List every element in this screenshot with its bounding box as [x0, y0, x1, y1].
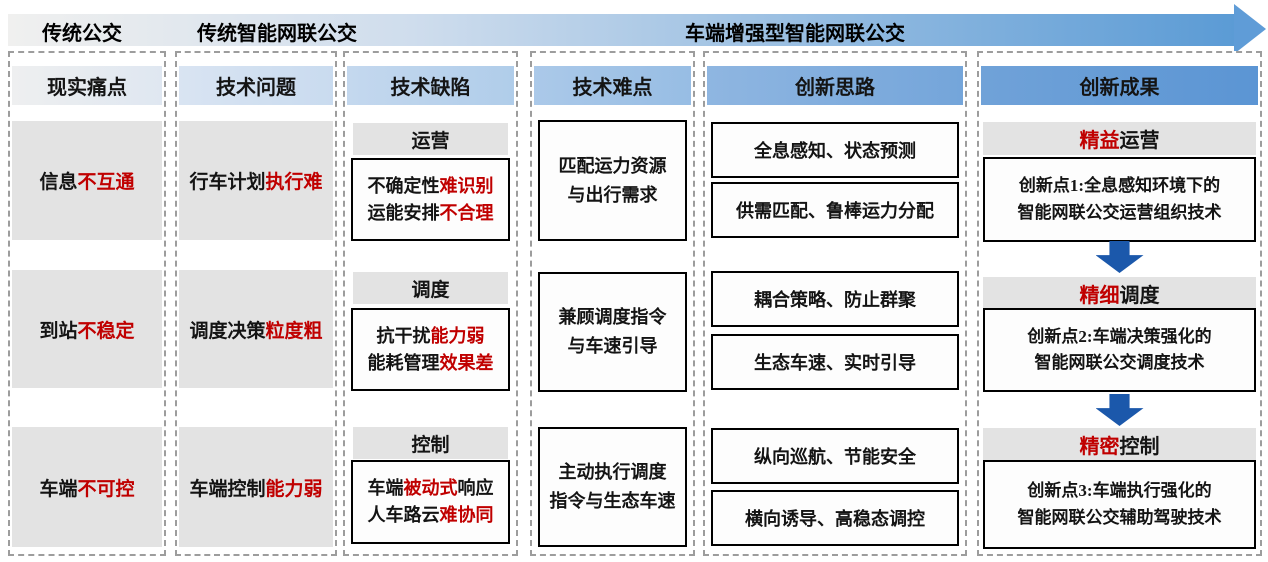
column-tech-difficulties: 技术难点 匹配运力资源与出行需求 兼顾调度指令与车速引导 主动执行调度指令与生态…: [530, 51, 695, 556]
column-header-idea: 创新思路: [707, 66, 963, 105]
problem-item-control: 车端控制能力弱: [179, 427, 333, 547]
defect-operation-line2: 运能安排不合理: [367, 202, 494, 223]
column-pain-points: 现实痛点 信息不互通 到站不稳定 车端不可控: [8, 51, 166, 556]
idea-box-matching: 供需匹配、鲁棒运力分配: [711, 182, 959, 238]
result-title-precise-control: 精密控制: [983, 428, 1256, 461]
pain-item-vehicle: 车端不可控: [12, 427, 162, 547]
column-header-problem: 技术问题: [179, 66, 333, 105]
stage-label-traditional: 传统公交: [42, 23, 122, 45]
defect-box-dispatch: 抗干扰能力弱 能耗管理效果差: [351, 308, 510, 391]
difficulty-box-dispatch: 兼顾调度指令与车速引导: [538, 272, 687, 392]
result-box-innovation2: 创新点2:车端决策强化的智能网联公交调度技术: [983, 308, 1256, 392]
stage-label-enhanced-icv: 车端增强型智能网联公交: [685, 23, 905, 45]
column-header-difficulty: 技术难点: [534, 66, 691, 105]
result-innovation1-text: 创新点1:全息感知环境下的智能网联公交运营组织技术: [1017, 176, 1222, 222]
down-arrow-icon: [1095, 394, 1144, 426]
problem-item-plan: 行车计划执行难: [179, 121, 333, 240]
column-tech-problems: 技术问题 行车计划执行难 调度决策粒度粗 车端控制能力弱: [175, 51, 337, 556]
banner-arrow: [8, 4, 1266, 54]
down-arrow-icon: [1095, 241, 1144, 273]
difficulty-dispatch-text: 兼顾调度指令与车速引导: [558, 307, 667, 356]
column-tech-defects: 技术缺陷 运营 不确定性难识别 运能安排不合理 调度 抗干扰能力弱 能耗管理效果…: [343, 51, 518, 556]
column-header-defect: 技术缺陷: [347, 66, 514, 105]
result-box-innovation1: 创新点1:全息感知环境下的智能网联公交运营组织技术: [983, 157, 1256, 242]
defect-control-line2: 人车路云难协同: [367, 505, 494, 525]
banner-arrow-head: [1234, 4, 1266, 54]
result-title-lean-operation: 精益运营: [983, 122, 1256, 155]
defect-control-line1: 车端被动式响应: [367, 478, 494, 498]
defect-box-operation: 不确定性难识别 运能安排不合理: [351, 158, 510, 241]
idea-box-lateral: 横向诱导、高稳态调控: [711, 490, 959, 546]
pain-item-arrival: 到站不稳定: [12, 270, 162, 388]
difficulty-box-capacity: 匹配运力资源与出行需求: [538, 120, 687, 241]
stage-label-traditional-icv: 传统智能网联公交: [197, 23, 357, 45]
column-innovation-results: 创新成果 精益运营 创新点1:全息感知环境下的智能网联公交运营组织技术 精细调度…: [977, 51, 1262, 556]
defect-box-control: 车端被动式响应 人车路云难协同: [351, 460, 510, 544]
defect-tag-control: 控制: [353, 427, 508, 459]
difficulty-box-execution: 主动执行调度指令与生态车速: [538, 427, 687, 547]
pain-item-info: 信息不互通: [12, 121, 162, 240]
result-innovation3-text: 创新点3:车端执行强化的智能网联公交辅助驾驶技术: [1017, 481, 1222, 527]
idea-box-cruise: 纵向巡航、节能安全: [711, 428, 959, 484]
column-innovation-ideas: 创新思路 全息感知、状态预测 供需匹配、鲁棒运力分配 耦合策略、防止群聚 生态车…: [703, 51, 967, 556]
idea-box-perception: 全息感知、状态预测: [711, 122, 959, 178]
column-header-pain: 现实痛点: [12, 66, 162, 105]
idea-box-eco-speed: 生态车速、实时引导: [711, 334, 959, 390]
defect-dispatch-line1: 抗干扰能力弱: [376, 325, 485, 346]
difficulty-capacity-text: 匹配运力资源与出行需求: [558, 155, 667, 205]
defect-dispatch-line2: 能耗管理效果差: [367, 352, 494, 373]
defect-tag-dispatch: 调度: [353, 272, 508, 304]
idea-box-coupling: 耦合策略、防止群聚: [711, 271, 959, 327]
problem-item-dispatch: 调度决策粒度粗: [179, 270, 333, 388]
difficulty-execution-text: 主动执行调度指令与生态车速: [549, 462, 676, 511]
defect-tag-operation: 运营: [353, 123, 508, 155]
result-title-fine-dispatch: 精细调度: [983, 277, 1256, 310]
defect-operation-line1: 不确定性难识别: [367, 175, 494, 196]
column-header-result: 创新成果: [981, 66, 1258, 105]
result-box-innovation3: 创新点3:车端执行强化的智能网联公交辅助驾驶技术: [983, 460, 1256, 549]
banner-arrow-body: [8, 14, 1234, 46]
result-innovation2-text: 创新点2:车端决策强化的智能网联公交调度技术: [1027, 326, 1212, 372]
